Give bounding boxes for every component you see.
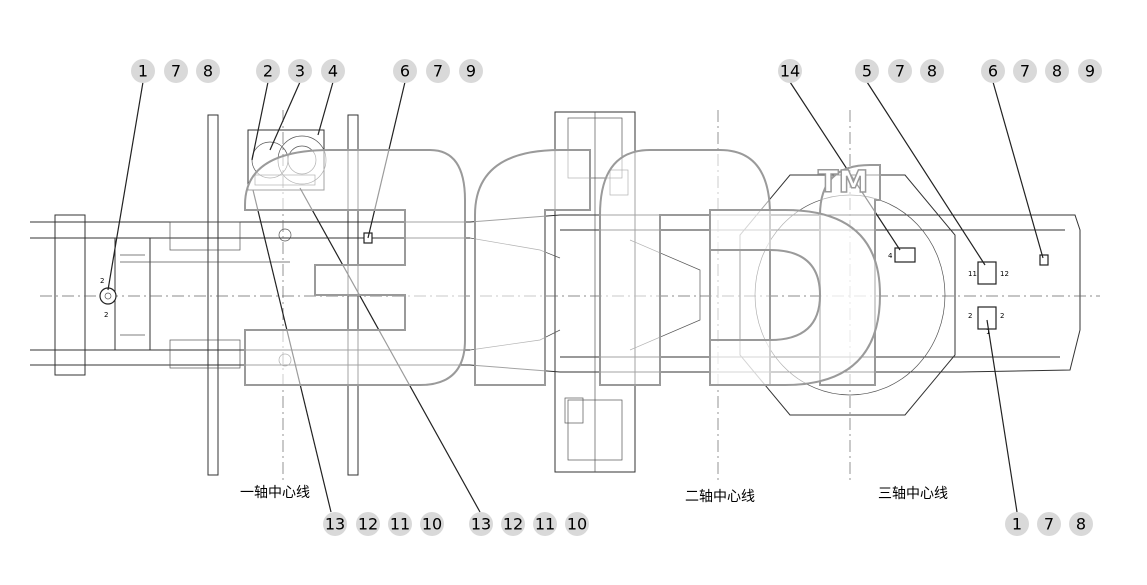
callout-bubble — [256, 59, 280, 83]
callout-group-bottom-left-1: 13 12 11 10 — [323, 512, 444, 536]
right-valve-num-e: 1 — [986, 328, 990, 336]
callout-bubble — [855, 59, 879, 83]
callout-number: 10 — [567, 515, 587, 534]
callout-bubble — [1005, 512, 1029, 536]
callout-bubble — [1078, 59, 1102, 83]
callout-number: 13 — [325, 515, 345, 534]
callout-bubble — [1013, 59, 1037, 83]
callout-bubble — [533, 512, 557, 536]
callout-number: 7 — [433, 62, 443, 81]
callout-bubble — [420, 512, 444, 536]
callout-number: 9 — [466, 62, 476, 81]
callout-bubble — [920, 59, 944, 83]
callout-bubble — [356, 512, 380, 536]
callout-group-bottom-left-2: 13 12 11 10 — [469, 512, 589, 536]
callout-bubble — [459, 59, 483, 83]
callout-bubble — [469, 512, 493, 536]
callout-number: 6 — [988, 62, 998, 81]
callout-bubble — [164, 59, 188, 83]
right-valve-num-d: 12 — [1000, 270, 1009, 278]
watermark-letter-3 — [599, 149, 771, 386]
callout-bubble — [393, 59, 417, 83]
callout-bubble — [321, 59, 345, 83]
right-valve-num-c: 11 — [968, 270, 977, 278]
callout-number: 8 — [203, 62, 213, 81]
left-valve-num-bottom: 2 — [104, 311, 108, 319]
callout-group-top-right-2: 5 7 8 — [855, 59, 944, 83]
callout-bubble — [288, 59, 312, 83]
callout-number: 5 — [862, 62, 872, 81]
callout-number: 11 — [535, 515, 555, 534]
callout-number: 11 — [390, 515, 410, 534]
callout-bubble — [426, 59, 450, 83]
callout-bubble — [565, 512, 589, 536]
watermark-letter-2 — [474, 149, 591, 386]
left-valve-num-top: 2 — [100, 277, 104, 285]
callout-bubble — [388, 512, 412, 536]
callout-number: 8 — [1076, 515, 1086, 534]
callout-number: 4 — [328, 62, 338, 81]
callout-number: 3 — [295, 62, 305, 81]
callout-number: 6 — [400, 62, 410, 81]
part-small-numbers: 2 2 4 11 12 2 2 1 — [100, 252, 1009, 336]
callout-number: 10 — [422, 515, 442, 534]
callout-number: 14 — [780, 62, 800, 81]
callout-number: 2 — [263, 62, 273, 81]
callout-bubble — [501, 512, 525, 536]
callout-bubble — [1045, 59, 1069, 83]
callouts: 1 7 8 2 3 4 6 7 9 14 — [131, 59, 1102, 536]
axle2-centerline-label: 二轴中心线 — [685, 489, 755, 505]
callout-bubble — [1037, 512, 1061, 536]
axle1-centerline-label: 一轴中心线 — [240, 485, 310, 501]
callout-bubble — [1069, 512, 1093, 536]
callout-bubble — [131, 59, 155, 83]
callout-number: 7 — [1044, 515, 1054, 534]
callout-number: 8 — [927, 62, 937, 81]
watermark-logo: TM — [244, 149, 882, 386]
watermark-letter-1 — [244, 149, 466, 386]
callout-number: 1 — [1012, 515, 1022, 534]
callout-number: 12 — [358, 515, 378, 534]
callout-group-top-right-3: 6 7 8 9 — [981, 59, 1102, 83]
callout-number: 7 — [895, 62, 905, 81]
right-valve-num-b: 2 — [1000, 312, 1004, 320]
callout-bubble — [323, 512, 347, 536]
callout-bubble — [888, 59, 912, 83]
callout-number: 13 — [471, 515, 491, 534]
watermark-trademark: TM — [818, 165, 868, 200]
callout-number: 12 — [503, 515, 523, 534]
callout-bubble — [778, 59, 802, 83]
callout-group-top-left-1: 1 7 8 — [131, 59, 220, 83]
callout-number: 7 — [1020, 62, 1030, 81]
axle3-centerline-label: 三轴中心线 — [878, 486, 948, 502]
callout-bubble — [981, 59, 1005, 83]
right-valve-num-a: 2 — [968, 312, 972, 320]
callout-group-top-right-1: 14 — [778, 59, 802, 83]
callout-number: 8 — [1052, 62, 1062, 81]
mid-valve-num: 4 — [888, 252, 893, 260]
callout-group-top-left-2: 2 3 4 — [256, 59, 345, 83]
watermark-letter-5 — [709, 209, 882, 386]
callout-number: 1 — [138, 62, 148, 81]
callout-bubble — [196, 59, 220, 83]
callout-group-top-left-3: 6 7 9 — [393, 59, 483, 83]
callout-number: 9 — [1085, 62, 1095, 81]
callout-group-bottom-right-1: 1 7 8 — [1005, 512, 1093, 536]
callout-number: 7 — [171, 62, 181, 81]
